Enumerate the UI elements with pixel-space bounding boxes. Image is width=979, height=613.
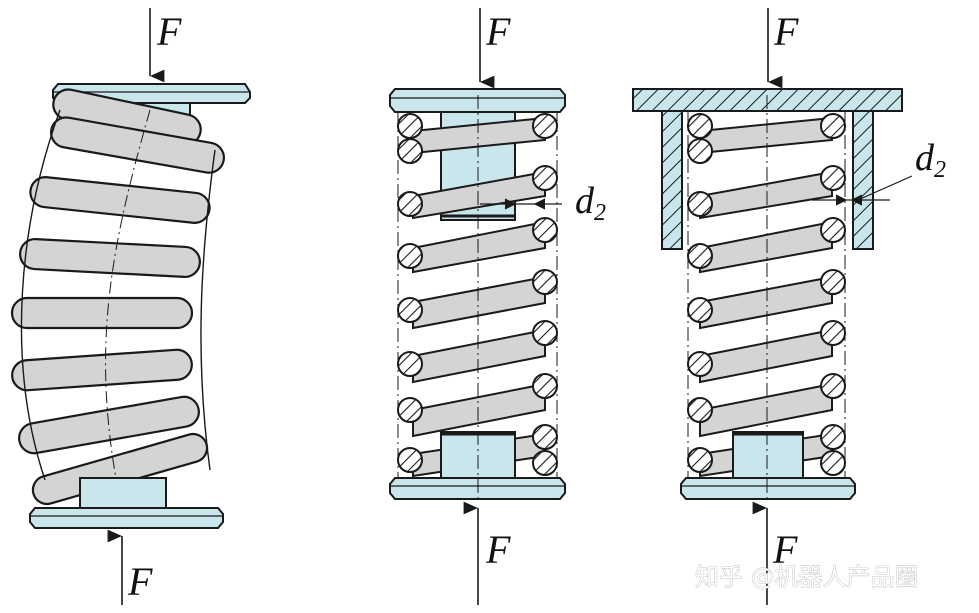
clearance-dimension bbox=[480, 198, 562, 210]
force-label-top: F bbox=[485, 9, 511, 54]
clearance-dimension bbox=[812, 175, 913, 206]
force-label-top: F bbox=[773, 9, 799, 54]
sleeve-wall-right bbox=[852, 110, 874, 250]
clearance-label: d2 bbox=[575, 180, 606, 226]
bottom-plate bbox=[29, 507, 224, 529]
figure-external-sleeve: d2 F F bbox=[632, 8, 946, 605]
buckled-coils bbox=[10, 88, 225, 506]
clearance-label: d2 bbox=[915, 137, 946, 183]
bottom-plate bbox=[680, 477, 856, 500]
figure-internal-guide: d2 F F bbox=[389, 8, 606, 605]
sleeve-wall-left bbox=[661, 110, 683, 250]
coil-sections bbox=[687, 113, 846, 476]
force-label-bottom: F bbox=[485, 527, 511, 572]
force-label-bottom: F bbox=[772, 527, 798, 572]
force-label-top: F bbox=[156, 9, 182, 54]
coil-bars bbox=[412, 116, 546, 478]
coil-bars bbox=[699, 116, 833, 478]
figure-buckled-spring: F F bbox=[10, 8, 251, 605]
watermark: 知乎 @机器人产品圈 bbox=[695, 563, 919, 591]
bottom-boss bbox=[79, 477, 167, 511]
force-label-bottom: F bbox=[127, 559, 153, 604]
bottom-boss bbox=[732, 431, 804, 479]
